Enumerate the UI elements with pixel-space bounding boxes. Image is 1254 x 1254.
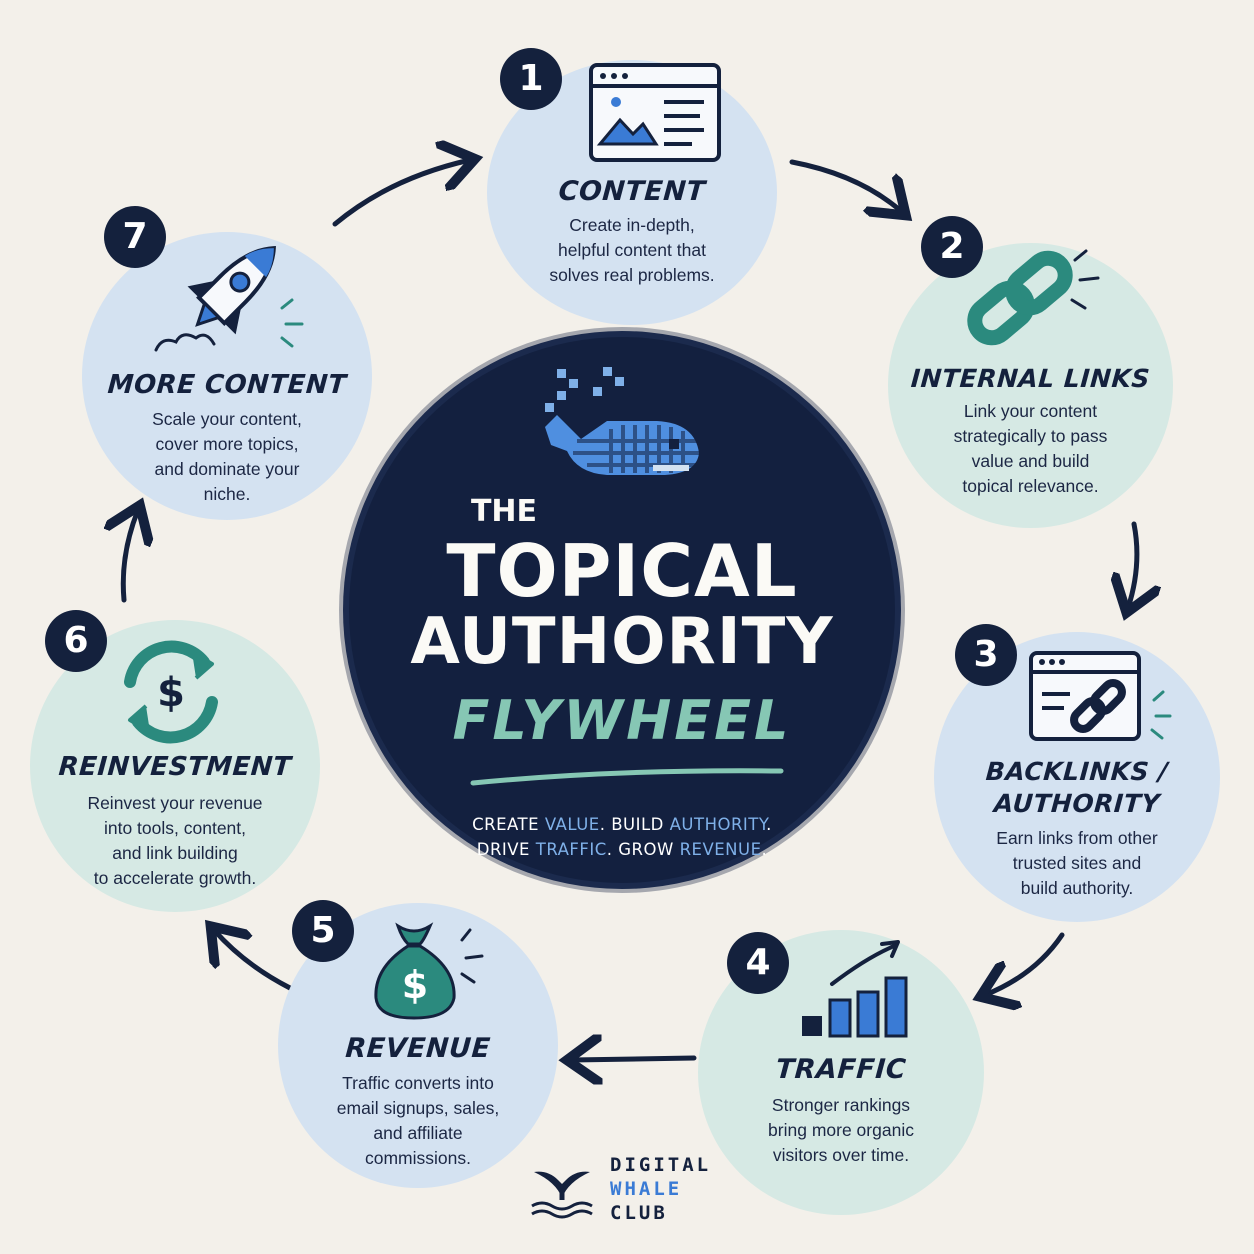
title-authority: AUTHORITY: [410, 605, 834, 679]
step-1-title: CONTENT: [557, 176, 707, 207]
pixel-whale-icon: [545, 367, 703, 475]
flywheel-underline: [470, 768, 784, 786]
title-flywheel: FLYWHEEL: [452, 689, 792, 752]
tagline-line-1: CREATE VALUE. BUILD AUTHORITY.: [472, 815, 772, 834]
arrow-3-to-4: [985, 932, 1065, 995]
logo-line-club: CLUB: [610, 1202, 668, 1224]
step-7-badge: 7: [104, 206, 166, 268]
whale-tail-icon: [531, 1171, 593, 1219]
browser-link-icon: [1029, 651, 1172, 741]
title-the: THE: [470, 494, 538, 529]
step-5-badge: 5: [292, 900, 354, 962]
step-7-description: Scale your content, cover more topics, a…: [152, 409, 302, 504]
svg-text:$: $: [157, 670, 185, 716]
chain-link-icon: [967, 249, 1100, 346]
step-4-badge: 4: [727, 932, 789, 994]
step-1-badge: 1: [500, 48, 562, 110]
step-3-badge: 3: [955, 624, 1017, 686]
arrow-4-to-5: [572, 1058, 697, 1060]
arrow-5-to-6: [214, 930, 293, 991]
step-6-title: REINVESTMENT: [57, 752, 293, 782]
title-topical: TOPICAL: [446, 529, 798, 613]
digital-whale-club-logo: DIGITAL WHALE CLUB: [524, 1150, 724, 1226]
step-7-title: MORE CONTENT: [106, 370, 348, 400]
step-3-description: Earn links from other trusted sites and …: [996, 828, 1158, 898]
step-2-badge: 2: [921, 216, 983, 278]
logo-line-whale: WHALE: [610, 1178, 683, 1200]
step-3-title-line2: AUTHORITY: [993, 789, 1161, 818]
browser-window-icon: [589, 63, 721, 162]
svg-text:$: $: [402, 963, 428, 1007]
step-6-badge: 6: [45, 610, 107, 672]
step-2-circle: [888, 243, 1173, 528]
step-1-description: Create in-depth, helpful content that so…: [549, 215, 715, 285]
step-4-title: TRAFFIC: [774, 1054, 908, 1085]
bar-chart-trend-icon: [802, 940, 908, 1038]
arrow-6-to-7: [123, 510, 138, 603]
step-5-description: Traffic converts into email signups, sal…: [336, 1073, 500, 1168]
tagline-line-2: DRIVE TRAFFIC. GROW REVENUE.: [476, 840, 768, 859]
rocket-icon: [154, 246, 304, 352]
step-5-title: REVENUE: [344, 1033, 492, 1064]
step-2-title: INTERNAL LINKS: [909, 364, 1152, 393]
step-4-description: Stronger rankings bring more organic vis…: [768, 1095, 914, 1165]
dollar-cycle-icon: $: [124, 640, 218, 744]
arrow-1-to-2: [789, 159, 902, 212]
center-hub: THE TOPICAL AUTHORITY FLYWHEEL CREATE VA…: [349, 337, 895, 883]
step-2-description: Link your content strategically to pass …: [953, 401, 1108, 496]
logo-line-digital: DIGITAL: [610, 1154, 712, 1176]
step-3-title-line1: BACKLINKS /: [984, 757, 1170, 786]
arrow-2-to-3: [1128, 521, 1137, 608]
arrow-7-to-1: [332, 160, 470, 227]
step-6-description: Reinvest your revenue into tools, conten…: [87, 793, 263, 888]
money-bag-icon: $: [374, 922, 484, 1020]
